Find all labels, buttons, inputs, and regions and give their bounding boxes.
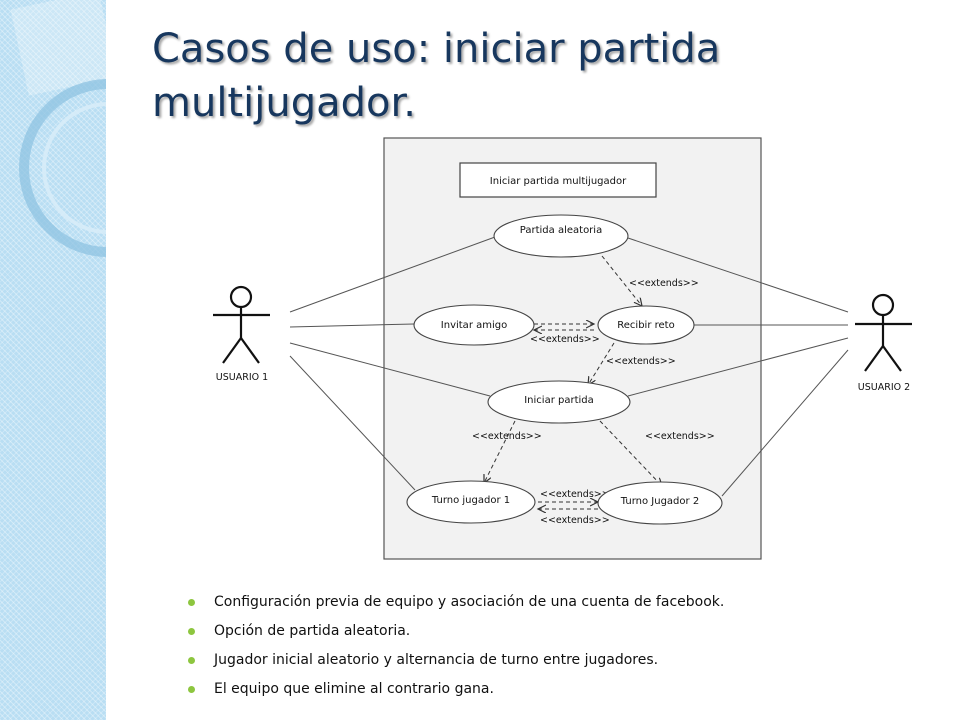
- assoc-turn-player2-user2: [721, 349, 849, 497]
- assoc-user1-turn-player1: [289, 355, 416, 491]
- use-case-invite-friend-label: Invitar amigo: [441, 320, 507, 331]
- extends-arrow-random-to-receive: [601, 255, 642, 306]
- bullet-dot-icon: [188, 599, 195, 606]
- extends-label-turn1-turn2: <<extends>>: [540, 489, 610, 500]
- bullet-item: Configuración previa de equipo y asociac…: [186, 590, 926, 619]
- bullet-item: Opción de partida aleatoria.: [186, 619, 926, 648]
- bullet-text: Configuración previa de equipo y asociac…: [214, 594, 725, 610]
- decorative-side-band: [0, 0, 106, 720]
- assoc-user1-start-match: [289, 342, 491, 397]
- slide-title-line-1: Casos de uso: iniciar partida: [152, 26, 721, 72]
- use-case-turn-player1-label: Turno jugador 1: [431, 495, 510, 506]
- slide-title-line-2: multijugador.: [152, 80, 416, 126]
- bullet-item: Jugador inicial aleatorio y alternancia …: [186, 648, 926, 677]
- actor-user1-icon: [213, 285, 270, 364]
- use-case-receive-challenge-label: Recibir reto: [617, 320, 674, 331]
- bullet-dot-icon: [188, 628, 195, 635]
- extends-arrow-receive-to-start: [588, 342, 615, 385]
- system-label: Iniciar partida multijugador: [490, 176, 627, 187]
- assoc-user1-invite-friend: [289, 323, 415, 328]
- extends-label-random-receive: <<extends>>: [629, 278, 699, 289]
- actor-user1-label: USUARIO 1: [216, 372, 268, 383]
- bullet-text: Opción de partida aleatoria.: [214, 623, 411, 639]
- extends-label-receive-start: <<extends>>: [606, 356, 676, 367]
- extends-label-start-turn2: <<extends>>: [645, 431, 715, 442]
- use-case-random-match-label: Partida aleatoria: [520, 225, 602, 236]
- slide-title: Casos de uso: iniciar partida multijugad…: [152, 22, 852, 130]
- use-case-turn-player2: [597, 481, 723, 525]
- assoc-start-match-user2: [627, 337, 849, 397]
- use-case-receive-challenge: [597, 305, 695, 345]
- bullet-item: El equipo que elimine al contrario gana.: [186, 677, 926, 706]
- bullet-text: El equipo que elimine al contrario gana.: [214, 681, 494, 697]
- use-case-start-match: [487, 380, 631, 424]
- use-case-turn-player2-label: Turno Jugador 2: [620, 496, 699, 507]
- bullet-text: Jugador inicial aleatorio y alternancia …: [214, 652, 659, 668]
- extends-label-invite-receive: <<extends>>: [530, 334, 600, 345]
- use-case-random-match: [493, 214, 629, 258]
- system-label-box: [459, 162, 657, 198]
- extends-arrow-start-to-turn2: [599, 420, 662, 486]
- use-case-invite-friend: [413, 304, 535, 346]
- assoc-random-match-user2: [627, 237, 849, 313]
- decorative-rings: [10, 0, 106, 257]
- bullet-dot-icon: [188, 657, 195, 664]
- extends-label-turn2-turn1: <<extends>>: [540, 515, 610, 526]
- assoc-user1-random-match: [289, 236, 496, 313]
- actor-user2-label: USUARIO 2: [858, 382, 910, 393]
- bullet-dot-icon: [188, 686, 195, 693]
- bullet-list: Configuración previa de equipo y asociac…: [186, 590, 926, 706]
- extends-arrow-start-to-turn1: [484, 420, 516, 483]
- use-case-start-match-label: Iniciar partida: [524, 395, 594, 406]
- actor-user2-icon: [855, 293, 912, 372]
- extends-label-start-turn1: <<extends>>: [472, 431, 542, 442]
- use-case-turn-player1: [406, 480, 536, 524]
